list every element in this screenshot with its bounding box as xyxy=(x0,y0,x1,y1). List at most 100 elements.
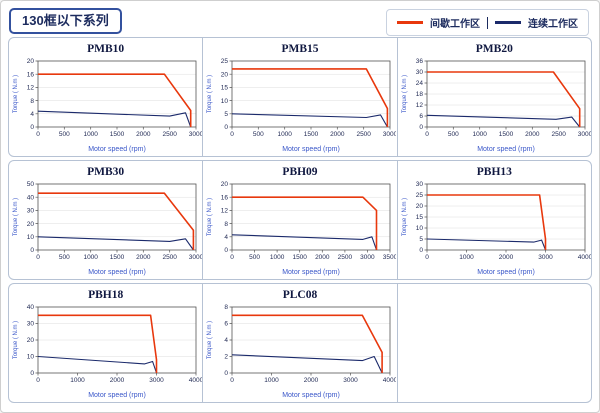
svg-text:2: 2 xyxy=(225,354,229,361)
svg-text:2000: 2000 xyxy=(498,254,513,261)
svg-text:50: 50 xyxy=(27,181,35,188)
legend: 间歇工作区 连续工作区 xyxy=(386,9,589,36)
svg-text:18: 18 xyxy=(415,91,423,98)
empty-cell xyxy=(396,284,591,402)
chart-title: PBH09 xyxy=(282,166,318,178)
svg-text:2000: 2000 xyxy=(136,254,151,261)
svg-text:0: 0 xyxy=(36,254,40,261)
svg-text:Torque ( N.m ): Torque ( N.m ) xyxy=(402,198,408,236)
svg-text:0: 0 xyxy=(425,131,429,138)
svg-text:Motor speed (rpm): Motor speed (rpm) xyxy=(283,146,341,153)
svg-text:500: 500 xyxy=(59,254,70,261)
svg-text:3000: 3000 xyxy=(189,131,202,138)
chart-title: PMB15 xyxy=(281,43,319,55)
svg-text:4: 4 xyxy=(225,337,229,344)
svg-text:Motor speed (rpm): Motor speed (rpm) xyxy=(283,392,341,399)
svg-text:25: 25 xyxy=(415,192,423,199)
svg-text:0: 0 xyxy=(425,254,429,261)
svg-text:1500: 1500 xyxy=(498,131,513,138)
svg-text:10: 10 xyxy=(27,354,35,361)
continuous-line-swatch xyxy=(495,21,521,24)
svg-text:0: 0 xyxy=(419,247,423,254)
svg-text:Torque ( N.m ): Torque ( N.m ) xyxy=(207,321,213,359)
svg-text:1000: 1000 xyxy=(83,254,98,261)
svg-text:2500: 2500 xyxy=(551,131,566,138)
svg-text:0: 0 xyxy=(225,370,229,377)
svg-text:1000: 1000 xyxy=(459,254,474,261)
svg-text:Motor speed (rpm): Motor speed (rpm) xyxy=(88,392,146,399)
svg-text:20: 20 xyxy=(221,71,229,78)
chart-title: PMB10 xyxy=(87,43,125,55)
svg-text:8: 8 xyxy=(225,221,229,228)
svg-text:4: 4 xyxy=(225,234,229,241)
svg-text:0: 0 xyxy=(225,247,229,254)
svg-text:500: 500 xyxy=(253,131,264,138)
chart-title: PBH18 xyxy=(88,289,124,301)
svg-text:4000: 4000 xyxy=(383,377,396,384)
svg-text:20: 20 xyxy=(415,203,423,210)
svg-text:Motor speed (rpm): Motor speed (rpm) xyxy=(88,146,146,153)
svg-text:500: 500 xyxy=(59,131,70,138)
intermittent-line-swatch xyxy=(397,21,423,24)
svg-text:0: 0 xyxy=(30,124,34,131)
svg-text:4000: 4000 xyxy=(189,377,202,384)
svg-text:1500: 1500 xyxy=(110,254,125,261)
chart-title: PLC08 xyxy=(282,289,318,301)
svg-text:0: 0 xyxy=(231,254,235,261)
svg-text:5: 5 xyxy=(419,236,423,243)
header: 130框以下系列 间歇工作区 连续工作区 xyxy=(1,1,599,37)
svg-text:12: 12 xyxy=(221,208,229,215)
svg-text:20: 20 xyxy=(27,58,35,65)
svg-text:2000: 2000 xyxy=(110,377,125,384)
svg-text:Torque ( N.m ): Torque ( N.m ) xyxy=(13,75,19,113)
svg-text:2000: 2000 xyxy=(304,377,319,384)
chart-title: PMB30 xyxy=(87,166,125,178)
svg-text:Torque ( N.m ): Torque ( N.m ) xyxy=(207,198,213,236)
svg-text:3000: 3000 xyxy=(360,254,375,261)
intermittent-legend-label: 间歇工作区 xyxy=(430,19,480,30)
svg-text:0: 0 xyxy=(231,377,235,384)
svg-text:15: 15 xyxy=(221,85,229,92)
svg-text:8: 8 xyxy=(225,304,229,311)
svg-text:3000: 3000 xyxy=(538,254,553,261)
legend-separator xyxy=(487,16,488,29)
svg-text:0: 0 xyxy=(231,131,235,138)
svg-text:3000: 3000 xyxy=(189,254,202,261)
svg-text:36: 36 xyxy=(415,58,423,65)
svg-text:0: 0 xyxy=(30,370,34,377)
svg-text:30: 30 xyxy=(27,321,35,328)
svg-text:4: 4 xyxy=(30,111,34,118)
svg-text:16: 16 xyxy=(221,194,229,201)
svg-text:20: 20 xyxy=(221,181,229,188)
svg-text:6: 6 xyxy=(419,113,423,120)
svg-text:0: 0 xyxy=(419,124,423,131)
svg-text:6: 6 xyxy=(225,321,229,328)
svg-text:Torque ( N.m ): Torque ( N.m ) xyxy=(207,75,213,113)
svg-text:8: 8 xyxy=(30,98,34,105)
svg-text:1500: 1500 xyxy=(110,131,125,138)
svg-text:2500: 2500 xyxy=(357,131,372,138)
svg-text:Motor speed (rpm): Motor speed (rpm) xyxy=(88,269,146,276)
svg-text:1500: 1500 xyxy=(304,131,319,138)
svg-text:10: 10 xyxy=(221,98,229,105)
svg-text:10: 10 xyxy=(27,234,35,241)
svg-text:10: 10 xyxy=(415,225,423,232)
svg-text:1500: 1500 xyxy=(293,254,308,261)
svg-text:Torque ( N.m ): Torque ( N.m ) xyxy=(13,198,19,236)
svg-text:Torque ( N.m ): Torque ( N.m ) xyxy=(402,75,408,113)
svg-text:500: 500 xyxy=(448,131,459,138)
svg-text:Motor speed (rpm): Motor speed (rpm) xyxy=(477,269,535,276)
svg-text:0: 0 xyxy=(36,377,40,384)
page-title: 130框以下系列 xyxy=(9,8,122,34)
